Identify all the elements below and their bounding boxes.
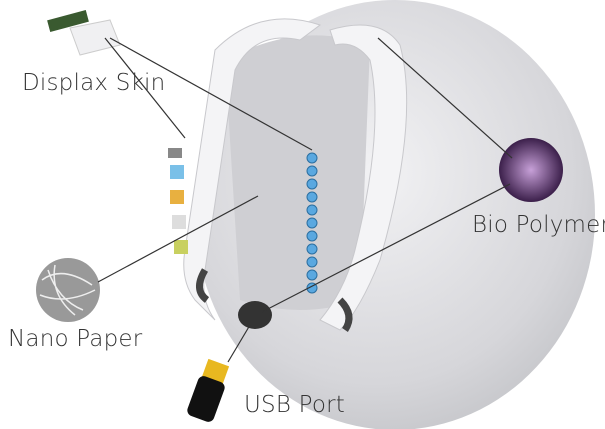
label-bio-polymer: Bio Polymer — [472, 212, 605, 238]
led-light — [306, 204, 318, 216]
label-usb-port: USB Port — [244, 392, 346, 418]
led-light — [306, 191, 318, 203]
usb-port-image — [187, 358, 230, 422]
label-nano-paper: Nano Paper — [8, 326, 143, 352]
strap-icons — [168, 148, 188, 254]
led-column — [306, 152, 318, 294]
led-light — [306, 178, 318, 190]
led-light — [306, 165, 318, 177]
bio-polymer-image — [499, 138, 563, 202]
led-light — [306, 256, 318, 268]
back-panel — [225, 35, 370, 310]
right-strap — [319, 24, 408, 331]
displax-skin-image — [47, 10, 121, 56]
chest-buckle — [238, 301, 272, 329]
led-light — [306, 152, 318, 164]
nano-paper-image — [36, 258, 100, 322]
left-strap — [183, 18, 322, 321]
leader-lines — [97, 37, 513, 363]
led-light — [306, 243, 318, 255]
led-light — [306, 230, 318, 242]
led-light — [306, 217, 318, 229]
led-light — [306, 269, 318, 281]
label-displax-skin: Displax Skin — [22, 70, 166, 96]
